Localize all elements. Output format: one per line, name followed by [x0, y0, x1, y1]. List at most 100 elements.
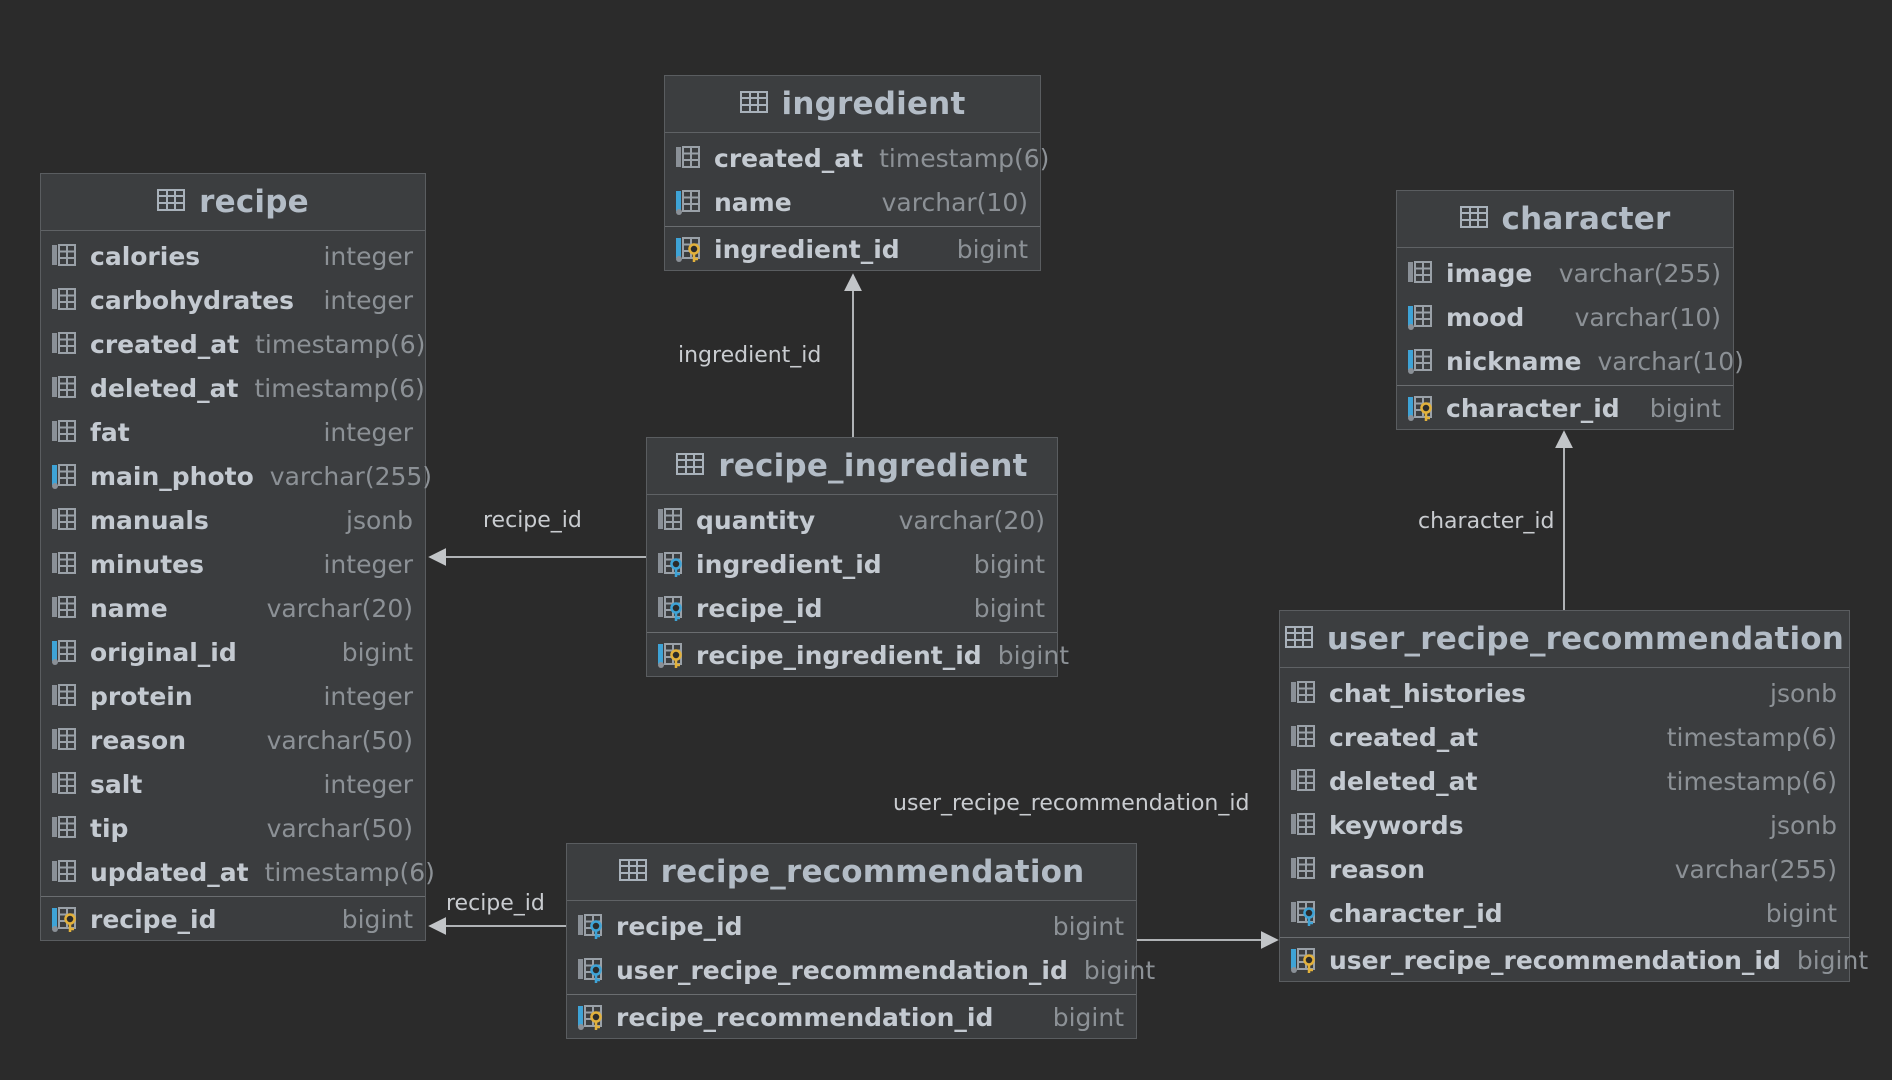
column-type: timestamp(6): [1666, 722, 1837, 752]
column-type: bigint: [341, 637, 413, 667]
column-name: deleted_at: [90, 373, 239, 403]
column-name: recipe_id: [616, 911, 743, 941]
column-type: bigint: [973, 593, 1045, 623]
column-type: bigint: [1052, 1002, 1124, 1032]
column-name: updated_at: [90, 857, 249, 887]
column-type: integer: [323, 769, 413, 799]
column-type: bigint: [341, 904, 413, 934]
table-title: recipe_recommendation: [660, 854, 1085, 890]
column-type: varchar(10): [1574, 302, 1721, 332]
column-type: bigint: [956, 234, 1028, 264]
column-row[interactable]: user_recipe_recommendation_id bigint: [567, 948, 1155, 992]
column-type: varchar(255): [269, 461, 433, 491]
column-icon: [50, 550, 82, 578]
column-icon: [50, 374, 82, 402]
column-row[interactable]: original_id bigint: [41, 630, 425, 674]
column-name: original_id: [90, 637, 237, 667]
column-type: varchar(10): [881, 187, 1028, 217]
column-name: ingredient_id: [714, 234, 900, 264]
foreign-key-icon: [576, 912, 608, 940]
table-icon: [1284, 625, 1313, 653]
table-title: recipe: [199, 184, 309, 220]
column-type: integer: [323, 549, 413, 579]
column-name: user_recipe_recommendation_id: [616, 955, 1068, 985]
relation-label-recipe-id: recipe_id: [483, 508, 582, 533]
foreign-key-icon: [656, 550, 688, 578]
table-header[interactable]: ingredient: [665, 76, 1040, 133]
table-header[interactable]: recipe_recommendation: [567, 844, 1136, 901]
column-icon: [50, 286, 82, 314]
column-type: varchar(20): [266, 593, 413, 623]
column-name: quantity: [696, 505, 816, 535]
column-type: bigint: [1083, 955, 1156, 985]
table-header[interactable]: user_recipe_recommendation: [1280, 611, 1849, 668]
table-title: ingredient: [781, 86, 966, 122]
table-header[interactable]: recipe: [41, 174, 425, 231]
column-type: bigint: [1796, 945, 1869, 975]
table-header[interactable]: recipe_ingredient: [647, 438, 1057, 495]
column-type: jsonb: [1770, 678, 1837, 708]
column-row[interactable]: ingredient_id bigint: [665, 226, 1040, 270]
column-name: character_id: [1446, 393, 1620, 423]
column-icon: [1289, 811, 1321, 839]
table-header[interactable]: character: [1397, 191, 1733, 248]
column-icon: [50, 814, 82, 842]
column-type: timestamp(6): [1666, 766, 1837, 796]
column-icon: [50, 726, 82, 754]
primary-key-icon: [1406, 394, 1438, 422]
column-icon: [50, 506, 82, 534]
column-name: created_at: [714, 143, 864, 173]
foreign-key-icon: [656, 594, 688, 622]
column-name: fat: [90, 417, 130, 447]
column-name: reason: [1329, 854, 1426, 884]
column-icon: [50, 242, 82, 270]
column-icon: [656, 506, 688, 534]
column-icon: [50, 418, 82, 446]
column-type: integer: [323, 285, 413, 315]
column-type: bigint: [997, 640, 1069, 670]
